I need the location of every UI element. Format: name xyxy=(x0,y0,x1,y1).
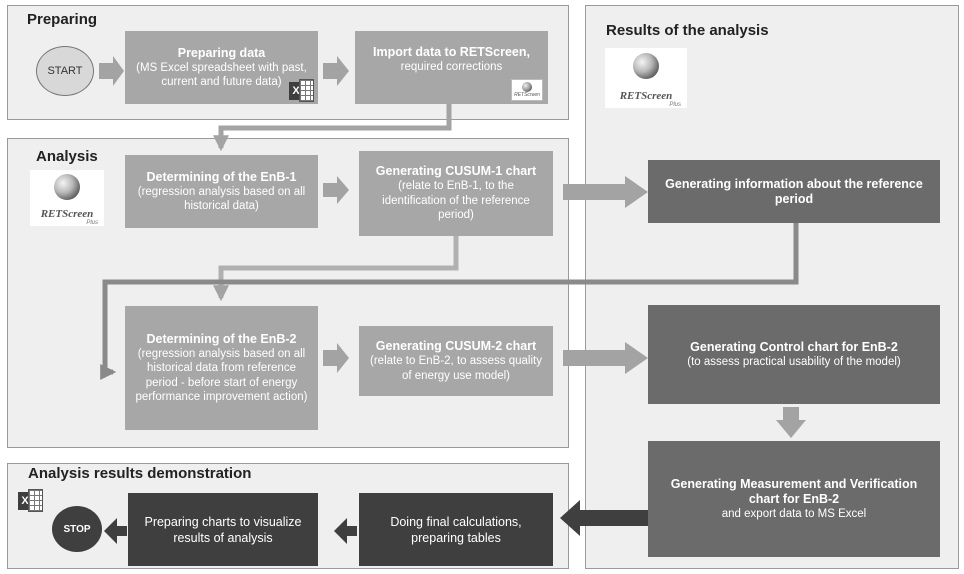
stop-label: STOP xyxy=(63,523,91,535)
excel-icon-demonstration: X xyxy=(18,489,44,513)
preparing-data-title: Preparing data xyxy=(177,45,266,60)
enb1-box[interactable]: Determining of the EnB-1 (regression ana… xyxy=(125,155,318,228)
arrow-preparing-to-import xyxy=(323,56,349,86)
enb2-title: Determining of the EnB-2 xyxy=(146,331,297,346)
arrow-mv-to-final xyxy=(560,500,648,536)
import-data-sub: required corrections xyxy=(400,60,503,73)
arrow-control-to-mv xyxy=(776,407,806,438)
arrow-final-to-charts xyxy=(334,518,357,544)
cusum2-sub: (relate to EnB-2, to assess quality of e… xyxy=(370,355,542,382)
stop-node[interactable]: STOP xyxy=(52,506,102,552)
enb2-sub: (regression analysis based on all histor… xyxy=(135,347,308,404)
reference-period-title: Generating information about the referen… xyxy=(665,176,923,206)
retscreen-logo-analysis: RETScreen Plus xyxy=(30,170,104,226)
preparing-data-box[interactable]: Preparing data (MS Excel spreadsheet wit… xyxy=(125,31,318,104)
arrow-charts-to-stop xyxy=(104,518,127,544)
final-calculations-label: Doing final calculations, preparing tabl… xyxy=(390,514,522,545)
arrow-enb2-to-cusum2 xyxy=(323,343,349,373)
arrow-enb1-to-cusum1 xyxy=(323,176,349,204)
arrow-start-to-preparing xyxy=(99,56,124,86)
results-title: Results of the analysis xyxy=(606,22,769,39)
analysis-title: Analysis xyxy=(36,148,98,165)
reference-period-box[interactable]: Generating information about the referen… xyxy=(648,160,940,223)
connector-cusum1-to-enb2 xyxy=(212,236,459,302)
arrow-cusum1-to-ref xyxy=(563,176,648,208)
control-chart-title: Generating Control chart for EnB-2 xyxy=(690,339,898,354)
import-data-box[interactable]: Import data to RETScreen, required corre… xyxy=(355,31,548,104)
cusum2-box[interactable]: Generating CUSUM-2 chart (relate to EnB-… xyxy=(359,326,553,396)
mv-chart-sub: and export data to MS Excel xyxy=(721,507,867,520)
prepare-charts-box[interactable]: Preparing charts to visualize results of… xyxy=(128,493,318,566)
retscreen-mini-logo: RETScreen xyxy=(511,79,543,101)
preparing-title: Preparing xyxy=(27,11,98,28)
arrow-cusum2-to-control xyxy=(563,342,648,374)
import-data-title: Import data to RETScreen, xyxy=(373,44,530,59)
retscreen-logo-results: RETScreen Plus xyxy=(605,48,687,108)
control-chart-sub: (to assess practical usability of the mo… xyxy=(687,355,901,368)
cusum1-sub: (relate to EnB-1, to the identification … xyxy=(382,180,530,222)
enb2-box[interactable]: Determining of the EnB-2 (regression ana… xyxy=(125,306,318,430)
mv-chart-title: Generating Measurement and Verification … xyxy=(670,476,918,506)
block-arrows-light xyxy=(99,56,806,438)
final-calculations-box[interactable]: Doing final calculations, preparing tabl… xyxy=(359,493,553,566)
excel-icon: X xyxy=(289,79,315,103)
preparing-data-sub: (MS Excel spreadsheet with past, current… xyxy=(136,61,307,89)
control-chart-box[interactable]: Generating Control chart for EnB-2 (to a… xyxy=(648,305,940,404)
connector-ref-to-enb2 xyxy=(100,223,799,381)
start-label: START xyxy=(47,65,83,77)
cusum1-box[interactable]: Generating CUSUM-1 chart (relate to EnB-… xyxy=(359,151,553,236)
enb1-sub: (regression analysis based on all histor… xyxy=(137,185,306,213)
demonstration-title: Analysis results demonstration xyxy=(28,465,252,482)
block-arrows-dark xyxy=(104,500,648,544)
enb1-title: Determining of the EnB-1 xyxy=(146,169,297,184)
cusum1-title: Generating CUSUM-1 chart xyxy=(375,164,537,179)
start-node[interactable]: START xyxy=(36,46,94,96)
connector-import-to-enb1 xyxy=(212,104,452,152)
cusum2-title: Generating CUSUM-2 chart xyxy=(375,339,537,353)
prepare-charts-label: Preparing charts to visualize results of… xyxy=(144,514,302,545)
mv-chart-box[interactable]: Generating Measurement and Verification … xyxy=(648,441,940,557)
